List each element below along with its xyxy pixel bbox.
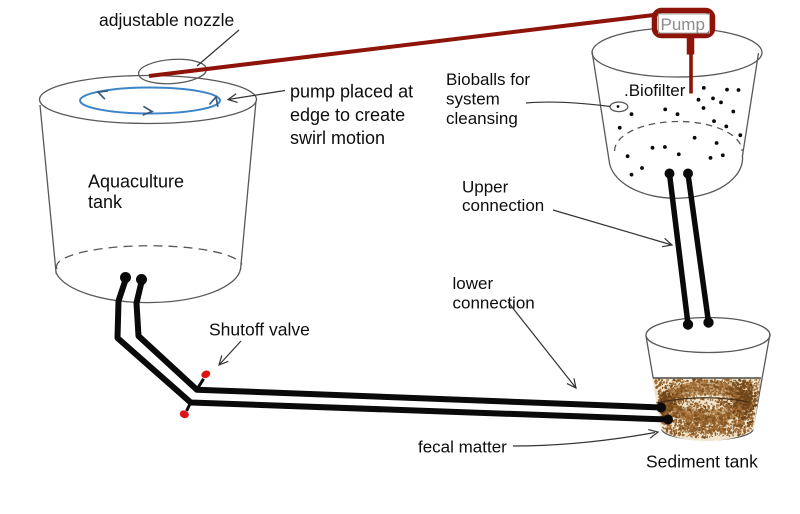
svg-text:system: system [446,90,500,109]
svg-text:connection: connection [462,196,544,215]
svg-text:swirl motion: swirl motion [290,128,385,148]
svg-text:edge to create: edge to create [290,105,405,125]
svg-text:Aquaculture: Aquaculture [88,172,184,192]
svg-text:Shutoff valve: Shutoff valve [209,320,310,340]
svg-text:adjustable nozzle: adjustable nozzle [99,10,234,30]
svg-text:.Biofilter: .Biofilter [624,81,686,100]
svg-text:Sediment tank: Sediment tank [646,452,758,472]
svg-text:Bioballs for: Bioballs for [446,70,530,89]
svg-text:Upper: Upper [462,178,509,197]
svg-text:connection: connection [453,294,535,313]
svg-text:fecal matter: fecal matter [418,438,507,457]
svg-text:Pump: Pump [661,15,705,34]
svg-text:tank: tank [88,192,123,212]
svg-text:pump placed at: pump placed at [290,82,413,102]
svg-text:cleansing: cleansing [446,109,518,128]
svg-text:lower: lower [453,274,494,293]
